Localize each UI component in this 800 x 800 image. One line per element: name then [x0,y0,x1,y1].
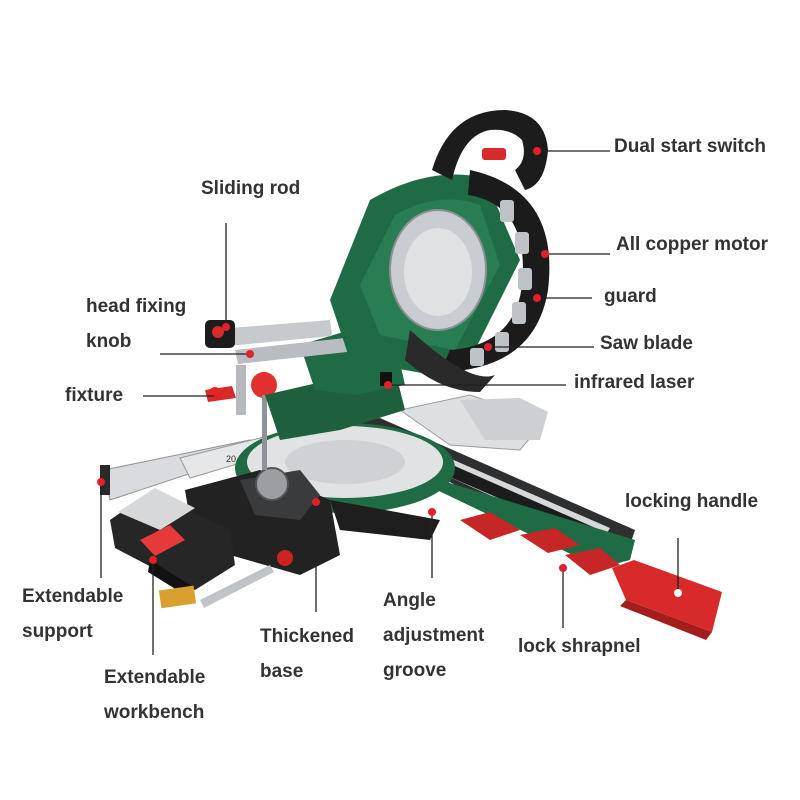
label-dual-start-switch: Dual start switch [614,136,767,157]
dot-lock-shrapnel [559,564,567,572]
dot-thickened-base [312,498,320,506]
label-sliding-rod: Sliding rod [201,178,301,199]
label-knob-line-1: head fixing [86,296,187,317]
label-base-line-1: Thickened [260,626,354,647]
label-head-fixing-knob: head fixing knob [86,297,186,351]
scale-number-20: 20 [226,454,236,464]
dot-all-copper-motor [541,250,549,258]
label-lock-shrapnel: lock shrapnel [518,636,641,657]
dot-saw-blade [484,343,492,351]
label-fixture: fixture [65,385,124,406]
miter-saw-illustration: 20 10 [100,110,722,640]
label-angle-line-3: groove [383,660,447,681]
label-base-line-2: base [260,661,304,682]
dot-sliding-rod [222,323,230,331]
label-angle-line-2: adjustment [383,625,485,646]
label-thickened-base: Thickened base [260,627,354,681]
label-angle-adjustment-groove: Angle adjustment groove [383,591,484,680]
label-extendable-support: Extendable support [22,587,123,641]
dot-dual-start-switch [533,147,541,155]
label-support-line-1: Extendable [22,586,124,607]
label-support-line-2: support [22,621,93,642]
leader-lines [100,150,679,655]
label-infrared-laser: infrared laser [574,372,695,393]
dot-angle-groove [428,508,436,516]
dot-infrared-laser [384,381,392,389]
label-workbench-line-2: workbench [104,702,205,723]
marker-dots [97,147,682,597]
label-locking-handle: locking handle [625,491,759,512]
label-angle-line-1: Angle [383,590,436,611]
label-guard: guard [604,286,657,307]
label-all-copper-motor: All copper motor [616,234,769,255]
dot-guard [533,294,541,302]
label-saw-blade: Saw blade [600,333,693,354]
dot-fixture [214,392,222,400]
label-extendable-workbench: Extendable workbench [104,668,205,722]
dot-head-fixing-knob [246,350,254,358]
dot-extendable-support [97,478,105,486]
dot-locking-handle [674,589,682,597]
dot-extendable-workbench [149,556,157,564]
label-workbench-line-1: Extendable [104,667,206,688]
label-knob-line-2: knob [86,331,132,352]
